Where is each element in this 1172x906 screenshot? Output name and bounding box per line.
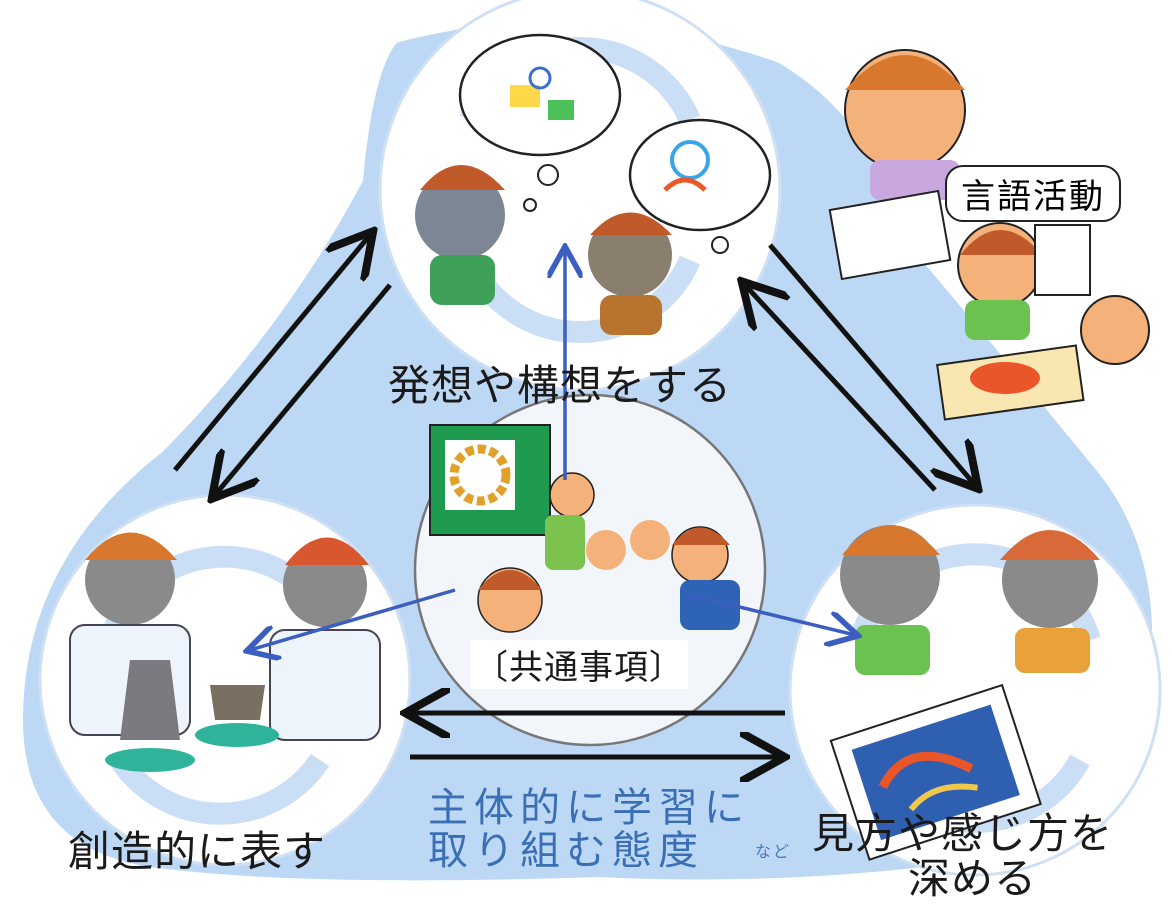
label-common-matters: 〔共通事項〕 <box>470 640 688 689</box>
pottery-illustration <box>69 532 381 772</box>
thinking-children-illustration <box>415 33 772 335</box>
teacher-classroom-illustration <box>429 424 740 633</box>
label-appreciation-line1: 見方や感じ方を <box>812 809 1114 858</box>
label-appreciation-line2: 深める <box>908 854 1038 903</box>
appreciation-illustration <box>829 525 1100 861</box>
language-activity-illustration <box>828 49 1150 421</box>
arrow-top-to-left <box>215 283 392 495</box>
label-language-activity: 言語活動 <box>945 165 1121 222</box>
label-attitude-line1: 主体的に学習に <box>428 785 750 831</box>
label-attitude-suffix: など <box>755 842 792 861</box>
arrow-top-to-right <box>768 243 975 485</box>
label-expression: 創造的に表す <box>68 827 327 876</box>
arrow-center-to-right <box>689 593 855 635</box>
label-attitude-line2: 取り組む態度 <box>428 828 704 874</box>
arrow-right-to-top <box>745 285 937 492</box>
black-arrows <box>173 235 975 757</box>
label-conception: 発想や構想をする <box>388 361 733 410</box>
arrow-center-to-left <box>250 588 456 650</box>
blue-arrows <box>250 250 855 650</box>
arrow-left-to-top <box>173 235 370 472</box>
